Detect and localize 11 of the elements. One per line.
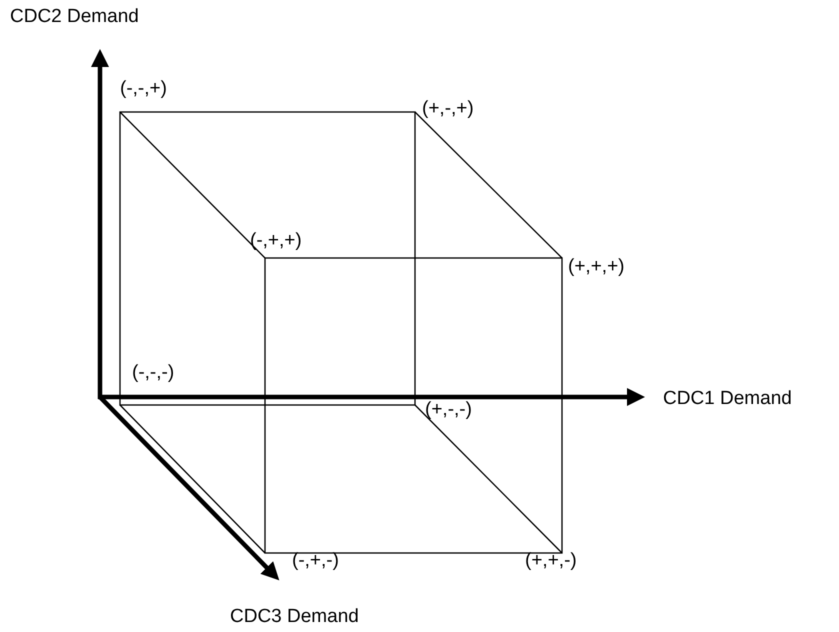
- vertex-label: (-,+,-): [292, 550, 339, 572]
- vertex-label: (-,+,+): [250, 230, 302, 252]
- axis-label: CDC3 Demand: [230, 606, 359, 628]
- vertex-label: (-,-,-): [132, 362, 174, 384]
- vertex-label: (+,-,-): [425, 399, 472, 421]
- axis-label: CDC2 Demand: [10, 6, 139, 28]
- vertex-label: (+,+,-): [525, 550, 577, 572]
- vertex-label: (+,-,+): [422, 98, 474, 120]
- vertex-label: (-,-,+): [120, 78, 167, 100]
- axis-label: CDC1 Demand: [663, 388, 792, 410]
- vertex-label: (+,+,+): [568, 256, 624, 278]
